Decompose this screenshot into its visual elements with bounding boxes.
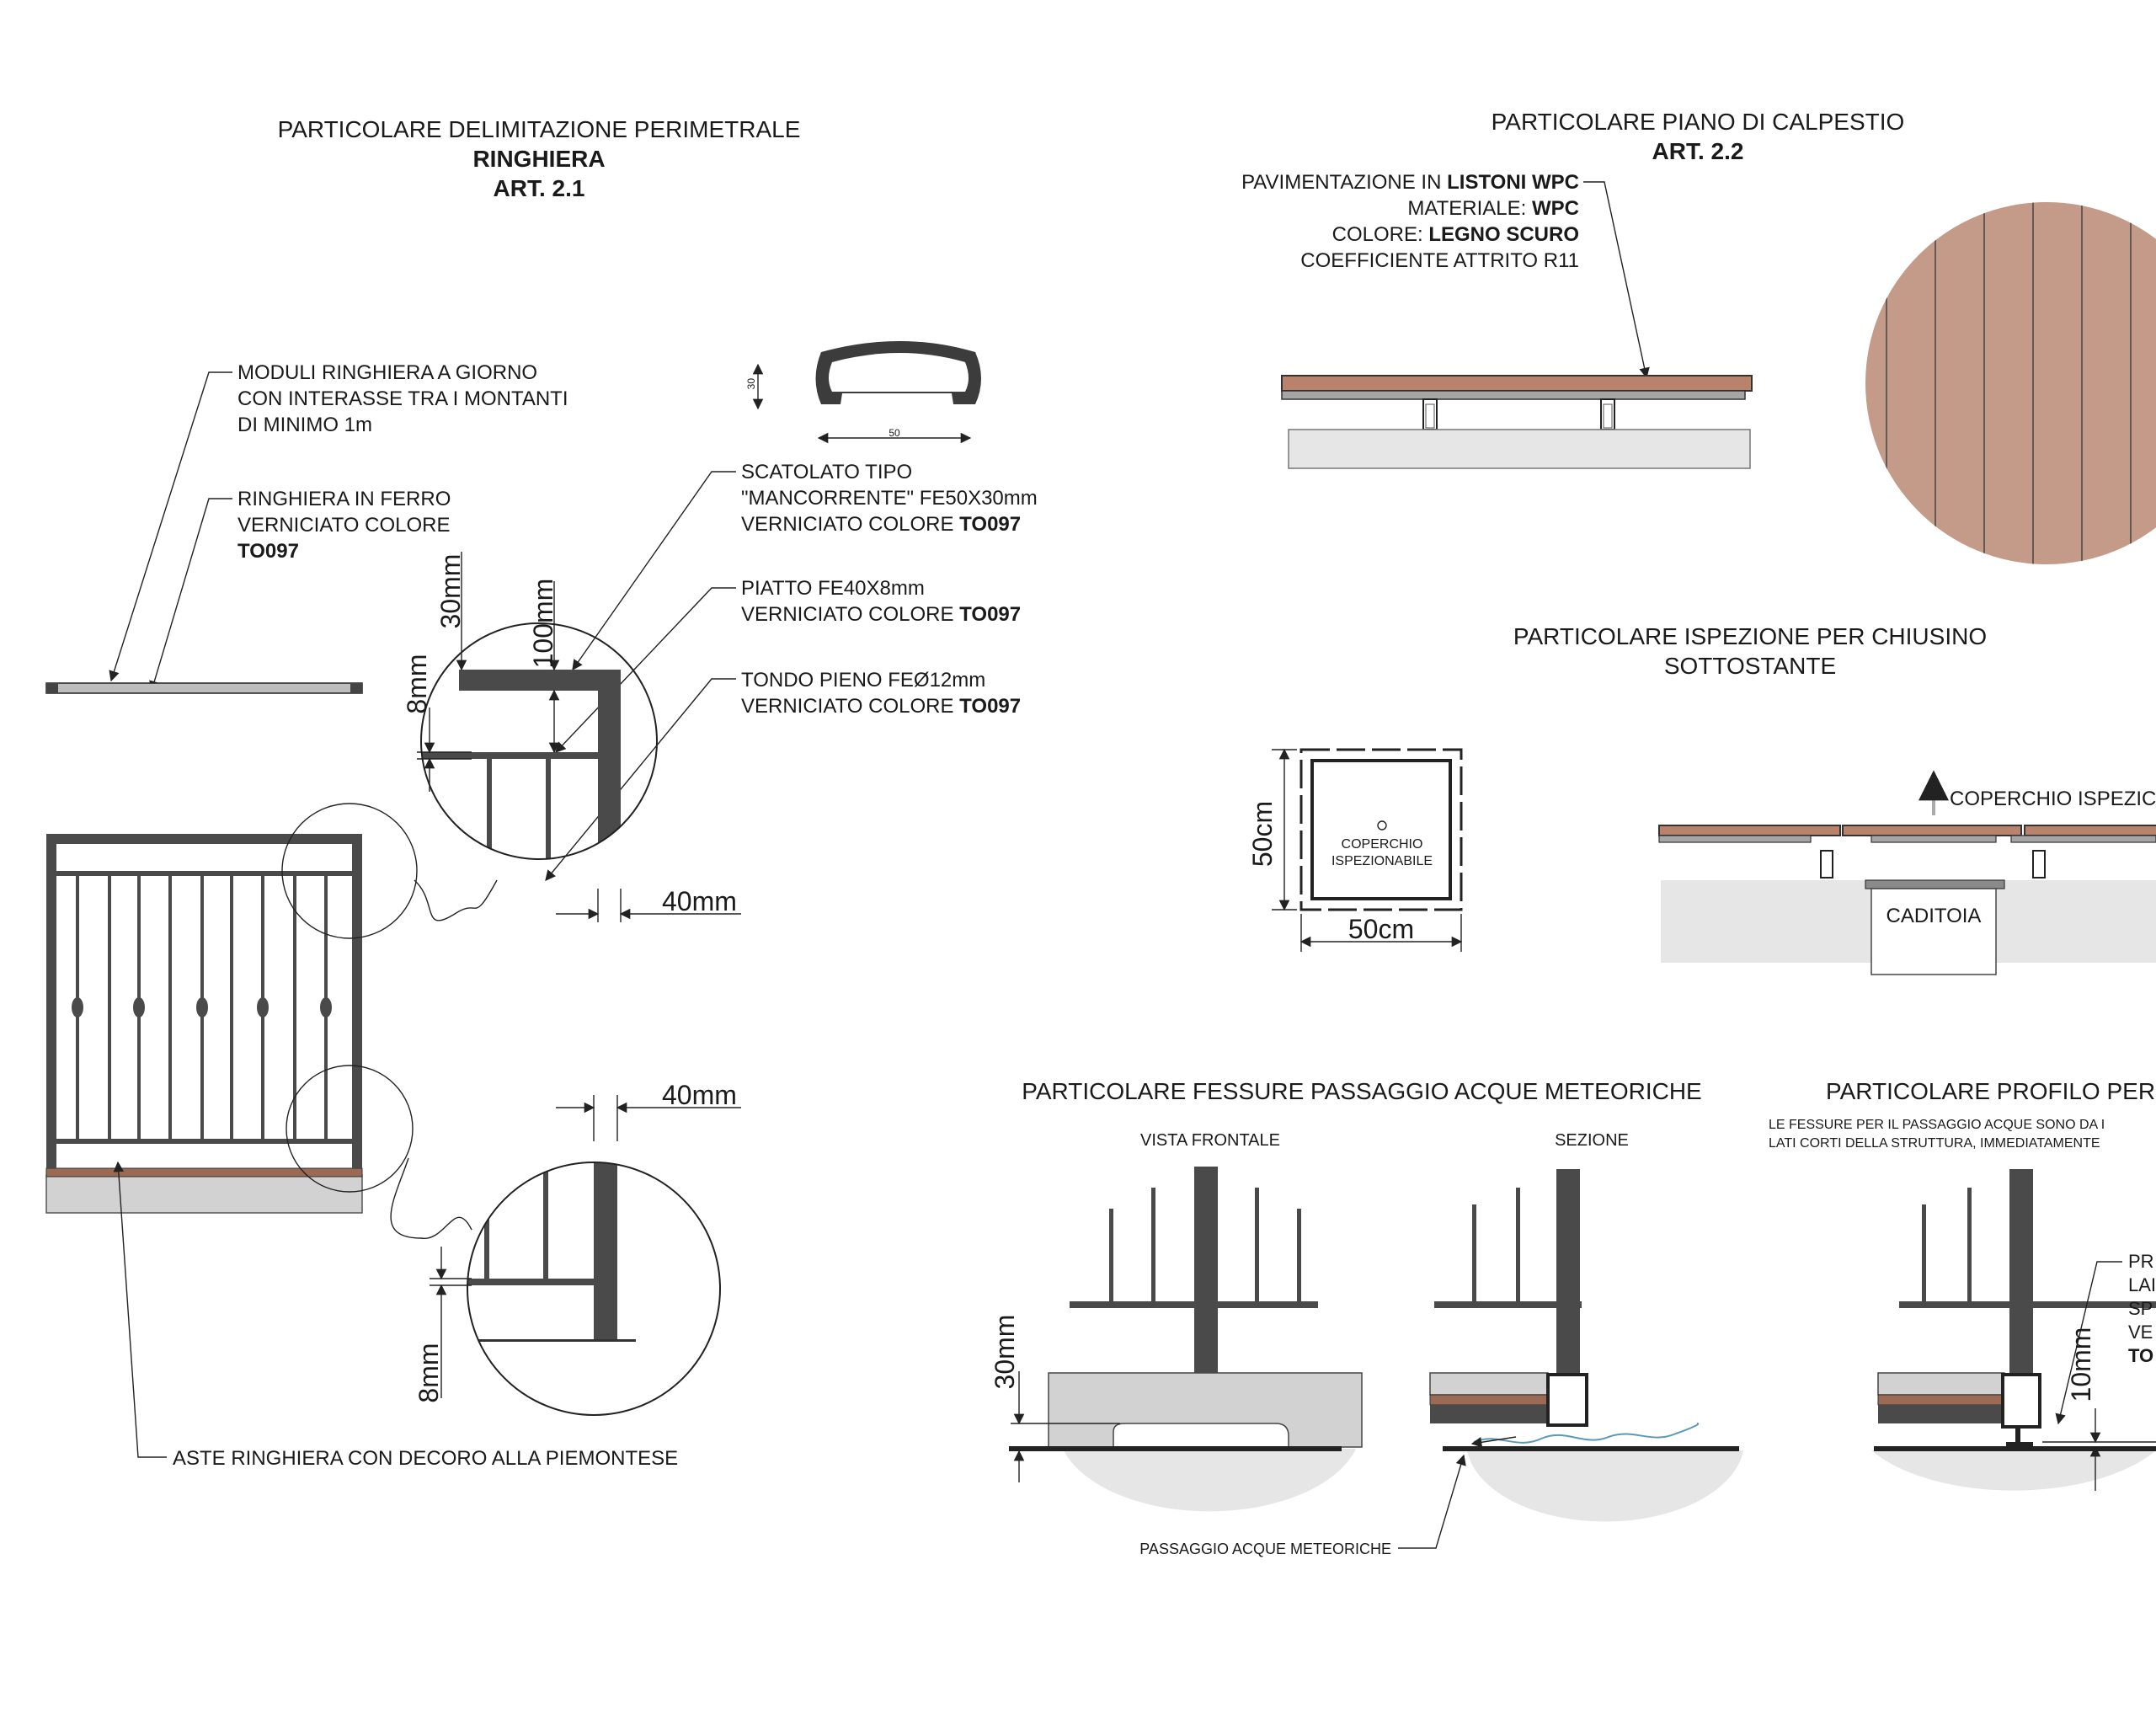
leader-calpestio (1583, 181, 1650, 379)
deck-section (1281, 375, 1753, 469)
ispezione-title-1: PARTICOLARE ISPEZIONE PER CHIUSINO (1513, 623, 1987, 649)
profilo-side-5: TO (2128, 1345, 2153, 1366)
leader-aste (113, 1161, 167, 1458)
railing-bar-decoration (257, 997, 269, 1017)
note-moduli-2: CON INTERASSE TRA I MONTANTI (237, 387, 568, 410)
fessure-title: PARTICOLARE FESSURE PASSAGGIO ACQUE METE… (1022, 1078, 1702, 1104)
dim-8mm-bottom: 8mm (414, 1343, 444, 1402)
leader-moduli (109, 371, 232, 682)
ringhiera-plan-bar (45, 682, 363, 694)
leader-tondo (545, 678, 736, 881)
section-view (1429, 1169, 1743, 1522)
note-ferro-2: VERNICIATO COLORE (237, 514, 451, 537)
profilo-dim-10mm: 10mm (2066, 1327, 2096, 1402)
callout-bottom-connector (390, 1157, 472, 1239)
railing-bar (108, 876, 111, 1139)
note-scatolato-1: SCATOLATO TIPO (741, 461, 912, 483)
profile-dim-h: 30 (745, 378, 757, 390)
wood-texture-detail (1865, 202, 2156, 564)
leader-passaggio (1398, 1454, 1466, 1549)
cover-dim-h: 50cm (1247, 801, 1278, 867)
calpestio-section: PARTICOLARE PIANO DI CALPESTIO ART. 2.2 … (1241, 109, 2156, 564)
railing-bar-decoration (320, 997, 332, 1017)
handrail-profile: 30 50 (745, 341, 981, 444)
note-aste: ASTE RINGHIERA CON DECORO ALLA PIEMONTES… (173, 1447, 678, 1470)
dim-40mm-top: 40mm (662, 886, 737, 916)
note-tondo-2: VERNICIATO COLORE TO097 (741, 695, 1021, 718)
ringhiera-title: PARTICOLARE DELIMITAZIONE PERIMETRALE (278, 116, 801, 142)
note-scatolato-2: "MANCORRENTE" FE50X30mm (741, 487, 1038, 510)
calpestio-note-2: MATERIALE: WPC (1407, 197, 1579, 220)
profilo-title: PARTICOLARE PROFILO PER (1826, 1078, 2155, 1104)
calpestio-note-3: COLORE: LEGNO SCURO (1332, 223, 1579, 246)
detail-top: 30mm 100mm 8mm 40mm (402, 552, 741, 922)
note-ferro-3: TO097 (237, 540, 299, 563)
front-dim-30mm: 30mm (990, 1315, 1020, 1390)
note-moduli-1: MODULI RINGHIERA A GIORNO (237, 361, 537, 384)
fessure-section: PARTICOLARE FESSURE PASSAGGIO ACQUE METE… (990, 1078, 1743, 1557)
callout-top (281, 803, 418, 939)
dim-40mm-bottom: 40mm (662, 1080, 737, 1110)
profilo-section: PARTICOLARE PROFILO PER LE FESSURE PER I… (1769, 1078, 2156, 1491)
railing-elevation (45, 834, 363, 1214)
callout-top-connector (414, 879, 498, 921)
railing-bar (168, 876, 172, 1139)
railing-bar (293, 876, 296, 1139)
railing-bar-decoration (196, 997, 208, 1017)
dim-8mm-top: 8mm (402, 654, 432, 713)
ispezione-section: PARTICOLARE ISPEZIONE PER CHIUSINO SOTTO… (1247, 623, 2156, 975)
caditoia-label: CADITOIA (1886, 905, 1982, 927)
ringhiera-section: PARTICOLARE DELIMITAZIONE PERIMETRALE RI… (45, 116, 1038, 1470)
note-tondo-1: TONDO PIENO FEØ12mm (741, 669, 985, 692)
note-piatto-1: PIATTO FE40X8mm (741, 577, 925, 600)
profile-dim-w: 50 (889, 427, 900, 439)
leader-scatolato (572, 471, 736, 671)
profilo-side-3: SP (2128, 1298, 2153, 1319)
leader-ferro (149, 498, 232, 692)
callout-bottom (286, 1065, 414, 1193)
calpestio-note-1: PAVIMENTAZIONE IN LISTONI WPC (1241, 171, 1579, 194)
railing-bar (230, 876, 233, 1139)
profilo-side-1: PR (2128, 1251, 2154, 1272)
profilo-side-2: LAI (2128, 1274, 2156, 1295)
calpestio-art: ART. 2.2 (1652, 138, 1744, 164)
ringhiera-art: ART. 2.1 (494, 175, 585, 201)
cover-dim-w: 50cm (1348, 914, 1414, 944)
profilo-note-1: LE FESSURE PER IL PASSAGGIO ACQUE SONO D… (1769, 1118, 2105, 1132)
view-front-label: VISTA FRONTALE (1140, 1131, 1280, 1150)
view-section-label: SEZIONE (1555, 1131, 1629, 1150)
ispezione-title-2: SOTTOSTANTE (1664, 653, 1836, 679)
profilo-section-view: 10mm PR LAI SP VE TO (1871, 1169, 2156, 1491)
cover-label-1: COPERCHIO (1342, 837, 1423, 852)
lift-label: COPERCHIO ISPEZIC (1950, 788, 2156, 810)
railing-bar-decoration (72, 997, 83, 1017)
cover-section: CADITOIA COPERCHIO ISPEZIC (1658, 770, 2156, 975)
note-piatto-2: VERNICIATO COLORE TO097 (741, 603, 1021, 626)
detail-bottom: 40mm 8mm (414, 1080, 741, 1416)
calpestio-title: PARTICOLARE PIANO DI CALPESTIO (1492, 109, 1905, 135)
calpestio-note-4: COEFFICIENTE ATTRITO R11 (1300, 249, 1579, 272)
cover-label-2: ISPEZIONABILE (1331, 854, 1433, 868)
dim-30mm: 30mm (435, 554, 466, 629)
front-view: 30mm (990, 1167, 1363, 1512)
note-moduli-3: DI MINIMO 1m (237, 414, 372, 436)
profilo-note-2: LATI CORTI DELLA STRUTTURA, IMMEDIATAMEN… (1769, 1136, 2100, 1151)
ringhiera-subtitle: RINGHIERA (472, 146, 605, 172)
dim-100mm: 100mm (528, 579, 558, 669)
cover-plan: COPERCHIO ISPEZIONABILE 50cm 50cm (1247, 748, 1463, 952)
railing-bar-decoration (133, 997, 145, 1017)
note-scatolato-3: VERNICIATO COLORE TO097 (741, 513, 1021, 536)
note-passaggio: PASSAGGIO ACQUE METEORICHE (1139, 1541, 1391, 1557)
note-ferro-1: RINGHIERA IN FERRO (237, 488, 451, 510)
profilo-side-4: VE (2128, 1322, 2153, 1343)
